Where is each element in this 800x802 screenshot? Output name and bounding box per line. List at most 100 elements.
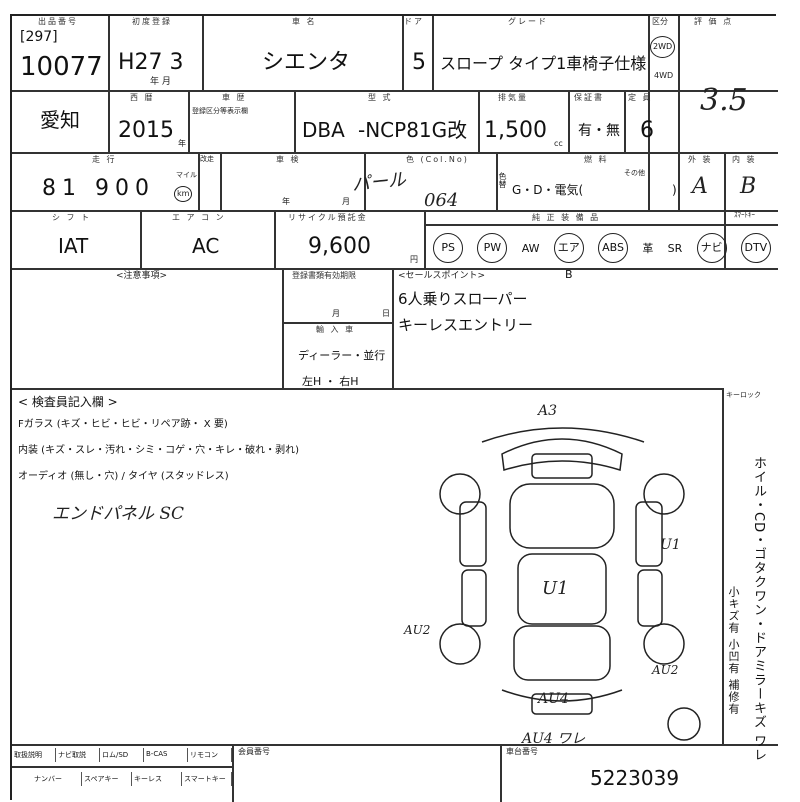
mark-right-rear: AU2 bbox=[652, 663, 679, 677]
inspection-note: 登録区分等表示欄 bbox=[192, 107, 248, 115]
inspector-audio: オーディオ (無し・穴) / タイヤ (スタッドレス) bbox=[18, 471, 229, 482]
grade-label: グレード bbox=[508, 17, 548, 26]
shaken-year: 年 bbox=[282, 197, 290, 206]
shift-label: シ フ ト bbox=[52, 213, 92, 222]
footer-label: ナビ取説 bbox=[56, 748, 100, 762]
car-damage-diagram bbox=[439, 427, 701, 741]
side-note: ホイル・CD・ゴタクワン・ドアミラーキズ ワレ bbox=[751, 456, 766, 763]
mark-rear-note: AU4 ワレ bbox=[522, 731, 586, 747]
rating-label: 評 価 点 bbox=[694, 17, 734, 26]
model-prefix: DBA bbox=[302, 118, 345, 142]
rating-value: 3.5 bbox=[700, 83, 748, 118]
customer-no-label: 会員番号 bbox=[238, 747, 270, 756]
doors-label: ドア bbox=[404, 17, 424, 26]
reg-expiry-month: 月 bbox=[332, 309, 340, 318]
inspector-title: < 検査員記入欄 > bbox=[18, 395, 118, 409]
shaken-label: 車 検 bbox=[276, 155, 301, 164]
keylock-label: キーロック bbox=[726, 391, 761, 399]
year-value: 2015 bbox=[118, 118, 174, 143]
equipment-item: SR bbox=[667, 241, 683, 255]
mark-left-rear: AU2 bbox=[404, 623, 431, 637]
displacement-unit: cc bbox=[554, 139, 563, 148]
fuel-label: 燃 料 bbox=[584, 155, 609, 164]
exterior-label: 外 装 bbox=[688, 155, 713, 164]
warranty-value: 有・無 bbox=[578, 123, 620, 139]
footer-label: スマートキー bbox=[182, 772, 232, 786]
color-change-label: 色替 bbox=[498, 172, 507, 188]
capacity-label: 定 員 bbox=[628, 93, 653, 102]
chassis-label: 車台番号 bbox=[506, 747, 538, 756]
warranty-label: 保証書 bbox=[574, 93, 604, 102]
shaken-month: 月 bbox=[342, 197, 350, 206]
interior-label: 内 装 bbox=[732, 155, 757, 164]
mark-front: A3 bbox=[538, 403, 558, 419]
model-label: 型 式 bbox=[368, 93, 393, 102]
chassis-number: 5223039 bbox=[590, 766, 680, 790]
equipment-label: 純 正 装 備 品 bbox=[532, 213, 601, 222]
shift-value: IAT bbox=[58, 234, 89, 258]
displacement-value: 1,500 bbox=[484, 118, 547, 143]
mark-rear-bumper: AU4 bbox=[538, 691, 569, 707]
color-label: 色 (Col.No) bbox=[406, 155, 469, 164]
car-name: シエンタ bbox=[262, 50, 351, 75]
drive-4wd: 4WD bbox=[654, 71, 674, 80]
mileage-value: 81 900 bbox=[42, 176, 155, 201]
footer-label: ナンバー bbox=[32, 772, 82, 786]
footer-label: 取扱説明 bbox=[12, 748, 56, 762]
aircon-value: AC bbox=[192, 234, 220, 258]
footer-label: ロム/SD bbox=[100, 748, 144, 762]
inspection-label: 車 歴 bbox=[222, 93, 247, 102]
mileage-label: 走 行 bbox=[92, 155, 117, 164]
displacement-label: 排気量 bbox=[498, 93, 528, 102]
fuel-options: G・D・電気( bbox=[512, 183, 584, 197]
sales-points-label: <セールスポイント> bbox=[398, 271, 486, 281]
year-month-label: 年 月 bbox=[150, 77, 171, 87]
recycle-label: リサイクル預託金 bbox=[288, 213, 368, 222]
recycle-value: 9,600 bbox=[308, 234, 371, 259]
equipment-item: エアB bbox=[553, 233, 584, 281]
footer-labels-bottom: ナンバースペアキーキーレススマートキー bbox=[32, 772, 232, 786]
mileage-unit-km: km bbox=[174, 186, 193, 202]
equipment-item: AW bbox=[521, 241, 540, 255]
drive-label: 区分 bbox=[652, 17, 668, 26]
recycle-unit: 円 bbox=[410, 255, 418, 264]
drive-2wd: 2WD bbox=[650, 36, 676, 58]
import-dealer: ディーラー・並行 bbox=[298, 349, 386, 362]
model-value: -NCP81G改 bbox=[358, 118, 468, 142]
exterior-value: A bbox=[692, 174, 708, 199]
smartkey-label: ｽﾏｰﾄｷｰ bbox=[734, 211, 755, 219]
odometer-label: 改走 bbox=[200, 155, 214, 163]
fuel-close: ) bbox=[672, 183, 677, 197]
year-label: 西 暦 bbox=[130, 93, 155, 102]
lot-number: 10077 bbox=[20, 52, 103, 82]
first-reg-label: 初度登録 bbox=[132, 17, 172, 26]
sales-point-1: 6人乗りスロ一パー bbox=[398, 290, 528, 308]
color-number: 064 bbox=[424, 190, 459, 211]
mark-right-door: U1 bbox=[660, 537, 681, 553]
equipment-item: PS bbox=[433, 233, 464, 263]
auction-sheet: 出品番号 [297] 10077 初度登録 H27 3 年 月 車 名 シエンタ… bbox=[10, 14, 778, 802]
reg-number-label: 出品番号 bbox=[38, 17, 78, 26]
equipment-item: ナビ bbox=[696, 233, 727, 263]
year-unit: 年 bbox=[178, 139, 186, 148]
car-name-label: 車 名 bbox=[292, 17, 317, 26]
side-note-2: 小キズ有 小凹有 補修有 bbox=[727, 586, 740, 715]
grade-value: スロープ タイプ1車椅子仕様 bbox=[440, 54, 647, 73]
fuel-other: その他 bbox=[624, 169, 645, 177]
first-reg-value: H27 3 bbox=[118, 50, 184, 75]
inspector-interior: 内装 (キズ・スレ・汚れ・シミ・コゲ・穴・キレ・破れ・剥れ) bbox=[18, 445, 299, 456]
import-label: 輸 入 車 bbox=[316, 325, 356, 334]
region: 愛知 bbox=[40, 108, 80, 132]
equipment-item: 革 bbox=[642, 242, 654, 255]
caution-label: <注意事項> bbox=[116, 271, 168, 281]
reg-expiry-day: 日 bbox=[382, 309, 390, 318]
sales-point-2: キーレスエントリー bbox=[398, 316, 534, 334]
doors-value: 5 bbox=[412, 50, 426, 75]
equipment-item: PW bbox=[477, 233, 508, 263]
inspector-note: エンドパネル SC bbox=[52, 504, 185, 524]
equipment-item: DTV bbox=[740, 233, 771, 263]
reg-expiry-label: 登録書類有効期限 bbox=[292, 271, 356, 280]
footer-label: リモコン bbox=[188, 748, 232, 762]
